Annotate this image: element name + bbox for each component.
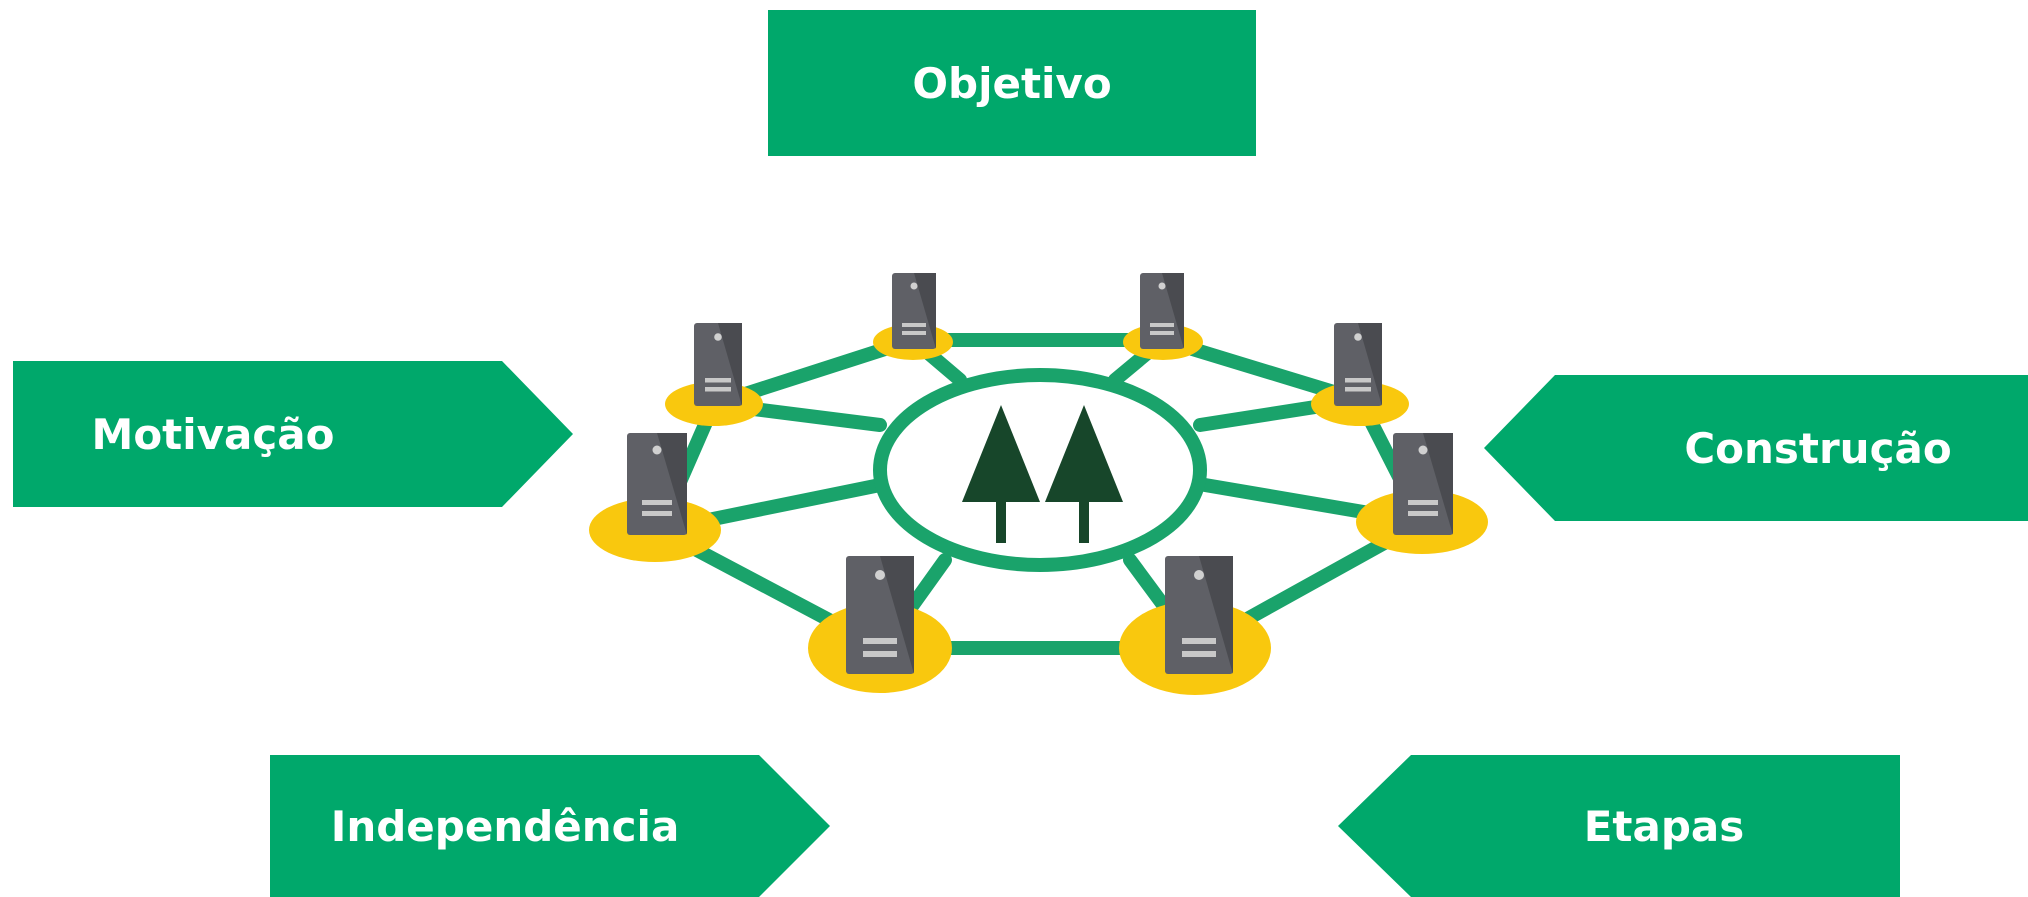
tag-objetivo[interactable]: Objetivo xyxy=(768,10,1256,156)
server-node-5 xyxy=(1393,433,1453,535)
node-base xyxy=(873,324,953,360)
server-node-7 xyxy=(846,556,914,674)
spoke xyxy=(1123,553,1202,655)
node-base xyxy=(808,603,952,693)
tree-left-trunk xyxy=(996,498,1006,543)
tag-motivacao-label: Motivação xyxy=(91,409,335,459)
link xyxy=(1156,333,1367,407)
tag-objetivo-label: Objetivo xyxy=(912,58,1112,108)
server-node-3 xyxy=(1334,323,1382,406)
tag-independencia-label: Independência xyxy=(330,801,680,851)
link xyxy=(652,523,889,655)
tree-icon xyxy=(962,405,1123,543)
node-base xyxy=(589,498,721,562)
link xyxy=(652,397,721,537)
tag-motivacao[interactable]: Motivação xyxy=(13,361,573,507)
server-node-6 xyxy=(627,433,687,535)
link xyxy=(1188,515,1429,655)
tree-right xyxy=(1045,405,1123,502)
server-node-8 xyxy=(1165,556,1233,674)
spoke xyxy=(707,397,887,432)
node-base xyxy=(665,382,763,426)
tag-etapas-label: Etapas xyxy=(1583,801,1745,851)
spoke xyxy=(652,478,887,537)
node-base xyxy=(1311,382,1409,426)
spoke xyxy=(1193,393,1367,432)
node-base xyxy=(1123,324,1203,360)
tag-construcao-label: Construção xyxy=(1684,423,1952,473)
server-node-2 xyxy=(1140,273,1184,349)
server-node-4 xyxy=(694,323,742,406)
node-bases xyxy=(589,324,1488,695)
node-base xyxy=(1119,601,1271,695)
node-base xyxy=(1356,490,1488,554)
spoke xyxy=(906,333,967,387)
spoke xyxy=(875,553,952,655)
tag-etapas[interactable]: Etapas xyxy=(1338,755,1900,897)
link xyxy=(707,333,920,411)
tag-independencia[interactable]: Independência xyxy=(270,755,830,897)
tree-right-trunk xyxy=(1079,498,1089,543)
server-icon xyxy=(627,273,1453,674)
link xyxy=(1353,393,1429,529)
hub-ring xyxy=(873,368,1207,572)
tree-left xyxy=(962,405,1040,502)
network-links xyxy=(652,333,1429,655)
server-node-1 xyxy=(892,273,936,349)
spoke xyxy=(1198,478,1429,529)
spoke xyxy=(1108,333,1170,387)
tag-construcao[interactable]: Construção xyxy=(1484,375,2028,521)
